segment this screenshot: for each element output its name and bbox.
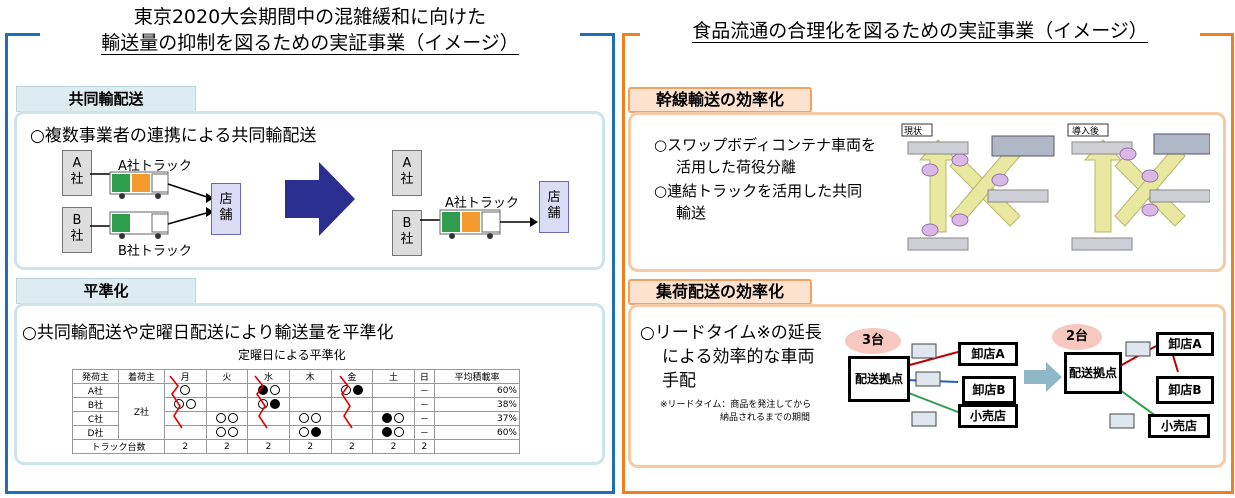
company-a-box: A 社 [62, 150, 92, 196]
joint-after-diagram [420, 209, 538, 239]
shipper-cell: C社 [72, 411, 119, 426]
day-cell-tue [205, 411, 249, 426]
open-dot-icon [299, 427, 310, 438]
trunk-line3: ○連結トラックを活用した共同 [654, 182, 863, 200]
joint-before-diagram [90, 171, 214, 239]
filled-dot-icon [352, 385, 363, 396]
open-dot-icon [394, 413, 405, 424]
open-dot-icon [311, 413, 322, 424]
wholesale-a-box-after: 卸店A [1156, 332, 1214, 356]
filled-dot-icon [382, 427, 393, 438]
load-cell: 37% [434, 411, 520, 426]
right-title: 食品流通の合理化を図るための実証事業（イメージ） [640, 18, 1200, 44]
store-box-after: 店 舗 [539, 181, 569, 233]
open-dot-icon [215, 413, 226, 424]
left-title: 東京2020大会期間中の混雑緩和に向けた 輸送量の抑制を図るための実証事業（イメ… [40, 4, 580, 56]
leveling-heading: ○共同輸配送や定曜日配送により輸送量を平準化 [22, 323, 394, 343]
fig-before-label: 現状 [904, 127, 923, 137]
transition-arrow-icon [1024, 362, 1062, 392]
open-dot-icon [215, 427, 226, 438]
before-count-badge: 3台 [845, 328, 901, 354]
big-arrow-icon [285, 162, 355, 236]
retail-box-before: 小売店 [958, 404, 1018, 428]
trunk-line2: 活用した荷役分離 [676, 158, 797, 176]
receiver-cell: Z社 [117, 383, 165, 440]
pickup-note1: ※リードタイム：商品を発注してから [660, 400, 812, 410]
pickup-note2: 納品されるまでの期間 [720, 413, 811, 423]
wholesale-b-box-before: 卸店B [962, 376, 1016, 404]
pickup-line3: 手配 [662, 371, 696, 391]
footer-label: トラック台数 [72, 439, 165, 454]
wholesale-b-box-after: 卸店B [1156, 376, 1214, 404]
truck-b-label: B社トラック [118, 244, 192, 259]
open-dot-icon [299, 413, 310, 424]
tab-leveling: 平準化 [16, 278, 196, 304]
pickup-after-diagram [1109, 341, 1179, 429]
col-sun: 日 [413, 369, 436, 384]
filled-dot-icon [382, 413, 393, 424]
truck-b-icon [109, 211, 169, 239]
shipper-cell: A社 [72, 383, 119, 398]
open-dot-icon [269, 385, 280, 396]
table-footer-row: トラック台数 2 2 2 2 2 2 2 [72, 439, 520, 454]
open-dot-icon [180, 385, 191, 396]
truck-icons-before [911, 343, 941, 427]
col-shipper: 発荷主 [72, 369, 119, 384]
col-receiver: 着荷主 [117, 369, 165, 384]
load-cell: 60% [434, 425, 520, 440]
day-cell-sun: － [413, 383, 436, 398]
table-title: 定曜日による平準化 [238, 348, 346, 362]
open-dot-icon [340, 385, 351, 396]
pickup-before-diagram [905, 343, 959, 427]
left-title-line1: 東京2020大会期間中の混雑緩和に向けた [133, 6, 487, 28]
tab-joint-delivery: 共同輸配送 [16, 86, 196, 112]
company-b-box: B 社 [62, 207, 92, 253]
load-cell: 60% [434, 383, 520, 398]
after-truck-label: A社トラック [445, 196, 519, 211]
open-dot-icon [186, 399, 197, 410]
fig-after-label: 導入後 [1072, 127, 1100, 137]
truck-a-icon [109, 171, 169, 199]
pickup-line2: による効率的な車両 [662, 347, 815, 367]
retail-box-after: 小売店 [1148, 414, 1210, 438]
day-cell-sun: － [413, 411, 436, 426]
load-cell: 38% [434, 397, 520, 412]
after-company-a-box: A 社 [392, 150, 422, 196]
trunk-line4: 輸送 [676, 204, 707, 222]
truck-a-combined-icon [439, 209, 501, 239]
open-dot-icon [394, 427, 405, 438]
truck-a-label: A社トラック [118, 159, 192, 174]
shipper-cell: D社 [72, 425, 119, 440]
left-title-line2: 輸送量の抑制を図るための実証事業（イメージ） [101, 32, 519, 55]
tab-pickup-efficiency: 集荷配送の効率化 [628, 279, 812, 305]
shipper-cell: B社 [72, 397, 119, 412]
hub-box-before: 配送拠点 [848, 356, 910, 402]
leveling-red-arrows [169, 375, 353, 429]
truck-icons-after [1109, 341, 1151, 429]
after-count-badge: 2台 [1052, 324, 1102, 350]
day-cell-sun: － [413, 397, 436, 412]
col-load: 平均積載率 [434, 369, 520, 384]
store-box-before: 店 舗 [211, 183, 241, 235]
trunk-figure [901, 123, 1210, 251]
tab-trunk-efficiency: 幹線輸送の効率化 [628, 87, 812, 113]
hub-box-after: 配送拠点 [1064, 352, 1122, 394]
joint-delivery-heading: ○複数事業者の連携による共同輸配送 [30, 126, 317, 146]
open-dot-icon [227, 413, 238, 424]
trunk-line1: ○スワップボディコンテナ車両を [654, 136, 877, 154]
wholesale-a-box-before: 卸店A [958, 342, 1018, 366]
day-cell-sun: － [413, 425, 436, 440]
after-company-b-box: B 社 [392, 210, 422, 256]
pickup-line1: ○リードタイム※の延長 [640, 323, 822, 343]
filled-dot-icon [269, 399, 280, 410]
filled-dot-icon [311, 427, 322, 438]
open-dot-icon [227, 427, 238, 438]
